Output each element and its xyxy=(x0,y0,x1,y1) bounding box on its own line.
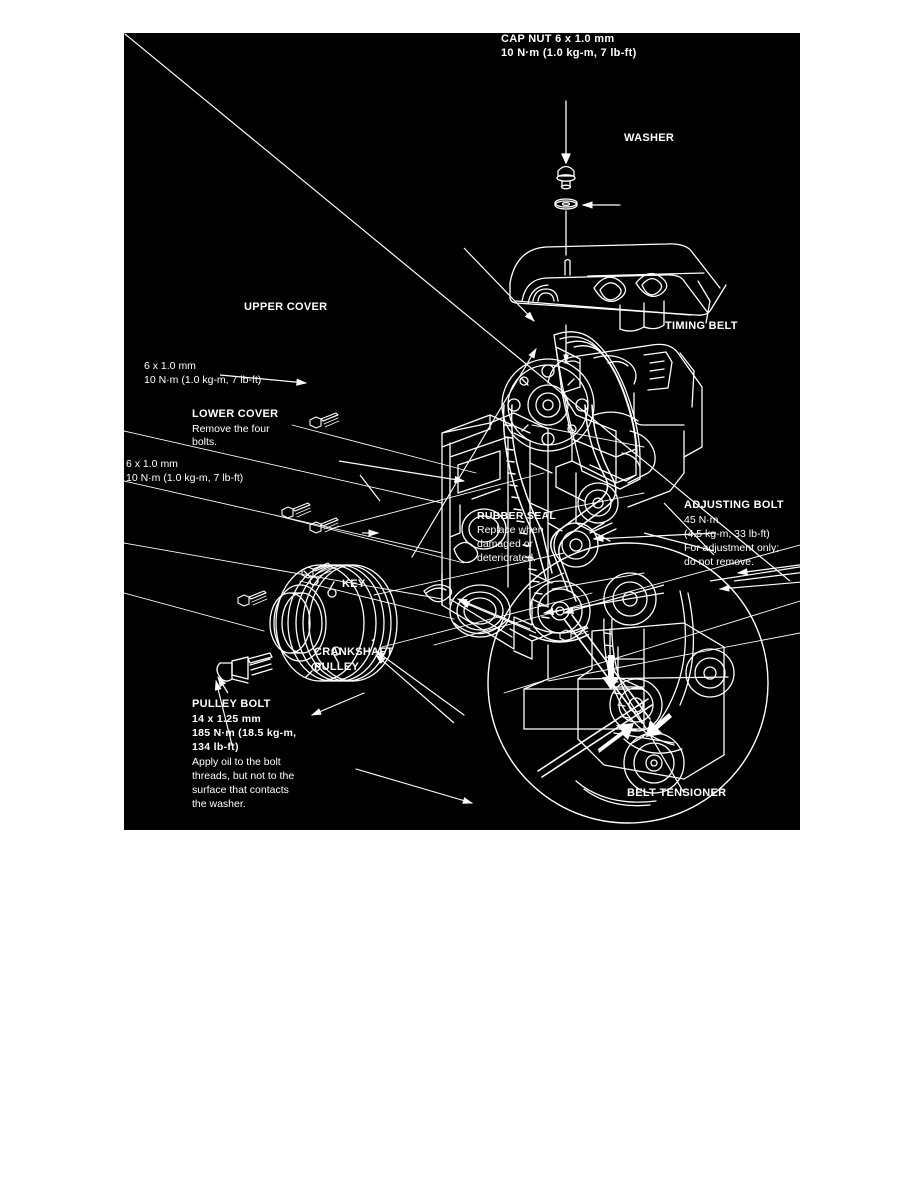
lower-bolt-size: 6 x 1.0 mm xyxy=(126,458,178,470)
pulley-bolt-note-4: the washer. xyxy=(192,798,246,810)
pulley-bolt-torque-1: 185 N·m (18.5 kg-m, xyxy=(192,727,297,739)
tensioner-pulley xyxy=(547,522,605,568)
rubber-seal-note-2: damaged or xyxy=(477,538,534,550)
right-callout-leaders xyxy=(562,502,717,794)
pulley-bolt-note-1: Apply oil to the bolt xyxy=(192,756,281,768)
callout-leaders xyxy=(124,33,800,724)
upper-cover-label: UPPER COVER xyxy=(244,301,328,313)
belt-tensioner-label: BELT TENSIONER xyxy=(627,787,727,799)
rubber-seal-label: RUBBER SEAL xyxy=(477,510,557,522)
lower-cover-note-2: bolts. xyxy=(192,436,218,448)
upper-bolt-size: 6 x 1.0 mm xyxy=(144,360,196,372)
washer-part xyxy=(554,198,578,210)
timing-belt-illustration xyxy=(124,33,800,824)
tensioner-detail-inset xyxy=(487,542,769,824)
crankshaft-pulley-label-2: PULLEY xyxy=(314,661,360,673)
cap-nut-label: CAP NUT 6 x 1.0 mm xyxy=(501,33,615,45)
pulley-bolt-part xyxy=(216,652,273,684)
diagram-panel: CAP NUT 6 x 1.0 mm 10 N·m (1.0 kg-m, 7 l… xyxy=(124,33,800,830)
rubber-seal-note-1: Replace when xyxy=(477,524,544,536)
pulley-bolt-size: 14 x 1.25 mm xyxy=(192,713,261,725)
crankshaft-pulley-part xyxy=(269,564,398,682)
timing-belt-label: TIMING BELT xyxy=(665,320,738,332)
pulley-bolt-torque-2: 134 lb-ft) xyxy=(192,741,239,753)
pulley-bolt-note-3: surface that contacts xyxy=(192,784,289,796)
lower-bolt-torque: 10 N·m (1.0 kg-m, 7 lb-ft) xyxy=(126,472,244,484)
exploded-axis-lines xyxy=(124,424,800,694)
key-label: KEY xyxy=(342,578,366,590)
rubber-seal-part xyxy=(449,584,511,638)
adjusting-bolt-note-1: For adjustment only; xyxy=(684,542,780,554)
cap-nut-torque: 10 N·m (1.0 kg-m, 7 lb-ft) xyxy=(501,47,637,59)
adjusting-bolt-label: ADJUSTING BOLT xyxy=(684,499,784,511)
idler-pulley xyxy=(577,482,619,524)
valve-cover-part xyxy=(509,243,727,332)
pulley-bolt-label: PULLEY BOLT xyxy=(192,698,271,710)
cap-nut-part xyxy=(556,100,576,190)
adjusting-bolt-note-2: do not remove. xyxy=(684,556,755,568)
upper-cover-part xyxy=(553,331,641,502)
rubber-seal-note-3: deteriorated. xyxy=(477,552,536,564)
adjusting-bolt-torque-1: 45 N·m xyxy=(684,514,719,526)
key-part xyxy=(423,584,453,603)
adjusting-bolt-torque-2: (4.5 kg-m, 33 lb-ft) xyxy=(684,528,770,540)
lower-cover-label: LOWER COVER xyxy=(192,408,279,420)
upper-bolt-torque: 10 N·m (1.0 kg-m, 7 lb-ft) xyxy=(144,374,262,386)
pulley-bolt-note-2: threads, but not to the xyxy=(192,770,295,782)
lower-cover-note-1: Remove the four xyxy=(192,423,270,435)
crankshaft-pulley-label-1: CRANKSHAFT xyxy=(314,646,394,658)
washer-label: WASHER xyxy=(624,132,675,144)
